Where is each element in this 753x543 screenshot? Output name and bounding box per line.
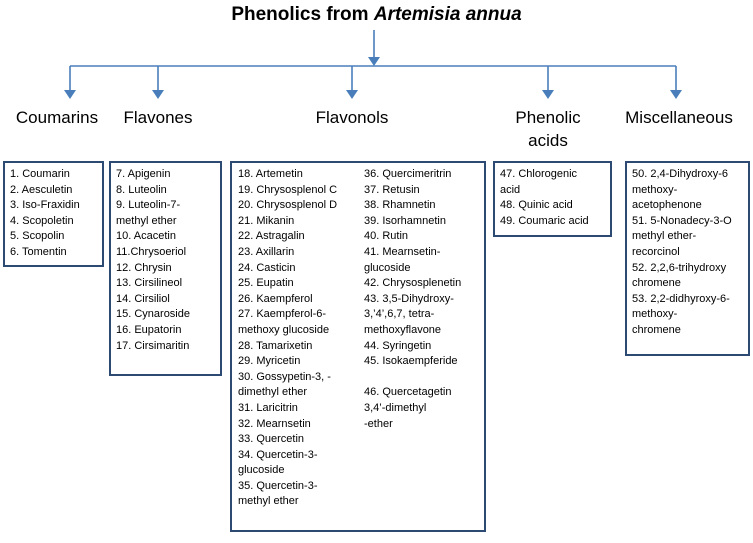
category-flavones: Flavones	[123, 108, 193, 127]
list-item: 32. Mearnsetin	[238, 417, 311, 430]
list-item: 17. Cirsimaritin	[116, 339, 190, 352]
list-item: 14. Cirsiliol	[116, 292, 170, 305]
list-item: 47. Chlorogenic acid	[500, 168, 578, 196]
arrow-coumarins	[64, 90, 76, 99]
list-item: 27. Kaempferol-6- methoxy glucoside	[238, 308, 330, 336]
list-item: 41. Mearnsetin- glucoside	[364, 245, 441, 274]
list-item: 34. Quercetin-3- glucoside	[238, 448, 318, 477]
list-item: 35. Quercetin-3- methyl ether	[238, 479, 318, 508]
list-item: 15. Cynaroside	[116, 308, 190, 321]
arrow-phenolic-acids	[542, 90, 554, 99]
list-item: 30. Gossypetin-3, - dimethyl ether	[238, 370, 331, 399]
list-item: 28. Tamarixetin	[238, 339, 313, 352]
list-item: 50. 2,4-Dihydroxy-6 methoxy- acetophenon…	[632, 168, 728, 212]
list-item: 6. Tomentin	[10, 245, 67, 258]
list-item: 7. Apigenin	[116, 168, 171, 180]
list-item: 39. Isorhamnetin	[364, 214, 446, 227]
list-item: 26. Kaempferol	[238, 292, 313, 305]
list-item: 2. Aesculetin	[10, 183, 73, 196]
list-item: 52. 2,2,6-trihydroxy chromene	[632, 261, 727, 290]
list-item: 22. Astragalin	[238, 230, 305, 243]
list-item: 46. Quercetagetin 3,4’-dimethyl -ether	[364, 386, 452, 430]
list-item: 43. 3,5-Dihydroxy- 3,’4’,6,7, tetra- met…	[364, 292, 454, 336]
list-item: 51. 5-Nonadecy-3-O methyl ether- recorci…	[632, 214, 732, 258]
arrow-flavonols	[346, 90, 358, 99]
list-coumarins: 1. Coumarin 2. Aesculetin 3. Iso-Fraxidin 4…	[3, 161, 104, 267]
category-flavonols: Flavonols	[315, 108, 389, 127]
list-item: 1. Coumarin	[10, 168, 70, 180]
title-italic: Artemisia annua	[373, 4, 522, 25]
arrow-flavones	[152, 90, 164, 99]
list-item: 5. Scopolin	[10, 230, 65, 243]
flavonols-column-right: 36. Quercimeritrin 37. Retusin 38. Rhamnet…	[364, 167, 486, 432]
list-item: 23. Axillarin	[238, 245, 295, 258]
list-item: 44. Syringetin	[364, 339, 432, 352]
list-item: 25. Eupatin	[238, 277, 294, 290]
list-item: 19. Chrysosplenol C	[238, 183, 338, 196]
list-item: 9. Luteolin-7- methyl ether	[116, 199, 181, 227]
list-item: 40. Rutin	[364, 230, 409, 243]
list-item: 20. Chrysosplenol D	[238, 199, 338, 212]
root-arrowhead	[368, 57, 380, 66]
list-item: 13. Cirsilineol	[116, 277, 183, 290]
list-item: 49. Coumaric acid	[500, 214, 589, 227]
list-miscellaneous: 50. 2,4-Dihydroxy-6 methoxy- acetophenon…	[625, 161, 750, 356]
list-item: 53. 2,2-didhyroxy-6- methoxy- chromene	[632, 292, 730, 336]
list-item: 42. Chrysosplenetin	[364, 277, 462, 290]
list-item: 29. Myricetin	[238, 355, 301, 368]
list-item: 45. Isokaempferide	[364, 355, 458, 368]
title-plain: Phenolics from	[231, 4, 374, 25]
list-item: 24. Casticin	[238, 261, 296, 274]
list-item: 31. Laricitrin	[238, 401, 298, 414]
list-item: 10. Acacetin	[116, 230, 176, 243]
list-flavones: 7. Apigenin 8. Luteolin 9. Luteolin-7- met…	[109, 161, 222, 376]
list-item	[364, 370, 486, 386]
list-item: 18. Artemetin	[238, 168, 303, 180]
list-flavonols: 18. Artemetin 19. Chrysosplenol C 20. Chry…	[230, 161, 486, 532]
category-phenolic-acids: Phenolic acids	[515, 108, 581, 150]
arrow-miscellaneous	[670, 90, 682, 99]
list-item: 16. Eupatorin	[116, 323, 182, 336]
flavonols-column-left: 18. Artemetin 19. Chrysosplenol C 20. Chry…	[238, 167, 363, 510]
list-item: 38. Rhamnetin	[364, 199, 436, 212]
list-item: 36. Quercimeritrin	[364, 168, 452, 180]
list-item: 11.Chrysoeriol	[116, 245, 187, 258]
list-item: 8. Luteolin	[116, 183, 167, 196]
list-item: 48. Quinic acid	[500, 199, 573, 212]
list-item: 33. Quercetin	[238, 433, 305, 446]
list-item: 3. Iso-Fraxidin	[10, 199, 80, 212]
list-item: 37. Retusin	[364, 183, 420, 196]
list-item: 12. Chrysin	[116, 261, 172, 274]
diagram-title: Phenolics from Artemisia annua	[0, 4, 753, 26]
list-phenolic-acids: 47. Chlorogenic acid 48. Quinic acid 49. C…	[493, 161, 612, 237]
category-miscellaneous: Miscellaneous	[625, 108, 733, 127]
category-coumarins: Coumarins	[15, 108, 99, 127]
list-item: 4. Scopoletin	[10, 214, 74, 227]
list-item: 21. Mikanin	[238, 214, 295, 227]
